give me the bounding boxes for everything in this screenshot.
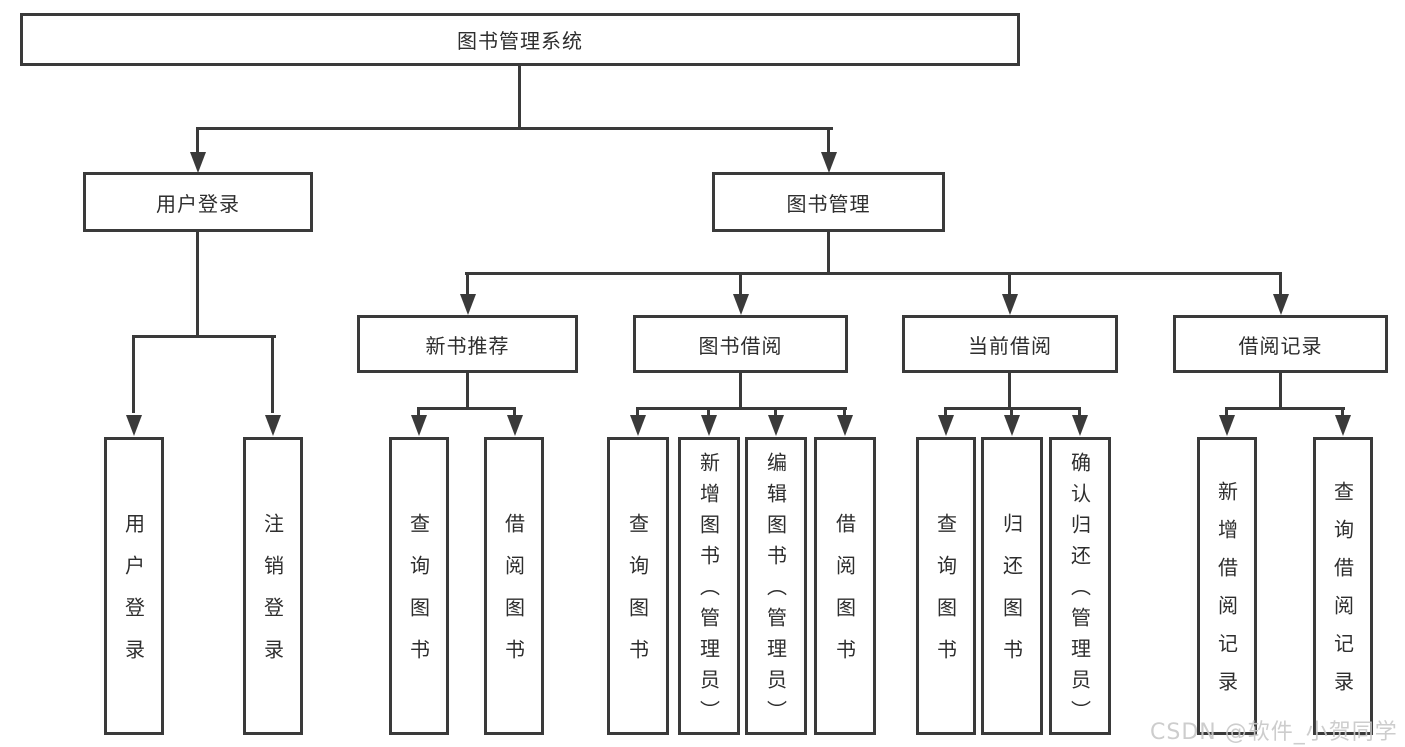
leaf-br-query-record-label: 查询借阅记录 [1330, 481, 1355, 709]
connector-to-current-borrowing [1008, 272, 1011, 294]
arrowhead-br-leaf2 [1335, 415, 1351, 436]
arrowhead-cb-leaf2 [1004, 415, 1020, 436]
connector-cb-leaf3 [1078, 407, 1081, 415]
connector-br-leaf2 [1341, 407, 1344, 415]
arrowhead-current-borrowing [1002, 294, 1018, 315]
leaf-br-add-record: 新增借阅记录 [1197, 437, 1257, 735]
arrowhead-book-borrowing [733, 294, 749, 315]
connector-cb-leaf2 [1010, 407, 1013, 415]
arrowhead-user-login [190, 152, 206, 173]
connector-bb-leaf3 [774, 407, 777, 415]
connector-bb-leaf1 [636, 407, 639, 415]
node-root-label: 图书管理系统 [457, 29, 583, 53]
connector-br-stem [1279, 373, 1282, 407]
connector-root-rail [196, 127, 833, 130]
connector-to-user-login [196, 127, 199, 155]
node-book-borrowing: 图书借阅 [633, 315, 848, 373]
arrowhead-leaf-login [126, 415, 142, 436]
node-book-borrowing-label: 图书借阅 [698, 333, 783, 358]
node-current-borrowing-label: 当前借阅 [968, 333, 1052, 358]
leaf-cb-query-books-label: 查询图书 [933, 513, 958, 681]
leaf-bb-borrow-books: 借阅图书 [814, 437, 876, 735]
leaf-nbr-query-books: 查询图书 [389, 437, 449, 735]
connector-user-login-rail [132, 335, 276, 338]
leaf-bb-borrow-books-label: 借阅图书 [832, 513, 857, 681]
leaf-cb-return-books-label: 归还图书 [999, 513, 1024, 681]
connector-nbr-stem [466, 373, 469, 407]
connector-to-book-management [827, 127, 830, 155]
arrowhead-bb-leaf3 [768, 415, 784, 436]
leaf-nbr-query-books-label: 查询图书 [406, 513, 431, 681]
connector-nbr-leaf1 [417, 407, 420, 415]
leaf-bb-edit-books-admin: 编辑图书（管理员） [745, 437, 807, 735]
connector-to-new-book-recommend [466, 272, 469, 294]
leaf-cb-query-books: 查询图书 [916, 437, 976, 735]
connector-to-borrowing-records [1279, 272, 1282, 294]
node-user-login-label: 用户登录 [156, 191, 240, 216]
node-new-book-recommend: 新书推荐 [357, 315, 578, 373]
connector-nbr-leaf2 [513, 407, 516, 415]
connector-br-rail [1225, 407, 1345, 410]
leaf-cb-confirm-return-admin-label: 确认归还（管理员） [1067, 452, 1092, 731]
arrowhead-cb-leaf3 [1072, 415, 1088, 436]
arrowhead-book-management [821, 152, 837, 173]
node-root: 图书管理系统 [20, 13, 1020, 66]
connector-user-login-stem [196, 232, 199, 335]
node-borrowing-records: 借阅记录 [1173, 315, 1388, 373]
arrowhead-bb-leaf4 [837, 415, 853, 436]
csdn-watermark: CSDN @软件_小贺同学 [1150, 720, 1398, 745]
leaf-bb-query-books-label: 查询图书 [625, 513, 650, 681]
leaf-bb-edit-books-admin-label: 编辑图书（管理员） [763, 452, 788, 731]
arrowhead-br-leaf1 [1219, 415, 1235, 436]
connector-book-management-rail [465, 272, 1282, 275]
leaf-nbr-borrow-books-label: 借阅图书 [501, 513, 526, 681]
leaf-cb-return-books: 归还图书 [981, 437, 1043, 735]
connector-cb-stem [1008, 373, 1011, 407]
leaf-bb-add-books-admin: 新增图书（管理员） [678, 437, 740, 735]
connector-nbr-rail [417, 407, 516, 410]
connector-to-leaf-login [132, 335, 135, 413]
leaf-br-add-record-label: 新增借阅记录 [1214, 481, 1239, 709]
arrowhead-nbr-leaf1 [411, 415, 427, 436]
leaf-nbr-borrow-books: 借阅图书 [484, 437, 544, 735]
connector-bb-leaf2 [707, 407, 710, 415]
connector-to-book-borrowing [739, 272, 742, 294]
connector-cb-leaf1 [944, 407, 947, 415]
node-borrowing-records-label: 借阅记录 [1238, 333, 1323, 358]
leaf-user-login: 用户登录 [104, 437, 164, 735]
node-user-login: 用户登录 [83, 172, 313, 232]
leaf-br-query-record: 查询借阅记录 [1313, 437, 1373, 735]
connector-book-management-stem [827, 232, 830, 272]
leaf-bb-add-books-admin-label: 新增图书（管理员） [696, 452, 721, 731]
connector-root-stem [518, 66, 521, 127]
connector-bb-stem [739, 373, 742, 407]
node-new-book-recommend-label: 新书推荐 [425, 333, 510, 358]
arrowhead-bb-leaf1 [630, 415, 646, 436]
node-book-management-label: 图书管理 [786, 191, 871, 216]
connector-bb-leaf4 [843, 407, 846, 415]
leaf-logout: 注销登录 [243, 437, 303, 735]
connector-to-leaf-logout [271, 335, 274, 413]
arrowhead-new-book-recommend [460, 294, 476, 315]
arrowhead-leaf-logout [265, 415, 281, 436]
leaf-bb-query-books: 查询图书 [607, 437, 669, 735]
arrowhead-borrowing-records [1273, 294, 1289, 315]
arrowhead-nbr-leaf2 [507, 415, 523, 436]
arrowhead-bb-leaf2 [701, 415, 717, 436]
leaf-user-login-label: 用户登录 [121, 513, 146, 681]
arrowhead-cb-leaf1 [938, 415, 954, 436]
leaf-logout-label: 注销登录 [260, 513, 285, 681]
connector-bb-rail [636, 407, 847, 410]
node-book-management: 图书管理 [712, 172, 945, 232]
connector-br-leaf1 [1225, 407, 1228, 415]
node-current-borrowing: 当前借阅 [902, 315, 1118, 373]
leaf-cb-confirm-return-admin: 确认归还（管理员） [1049, 437, 1111, 735]
